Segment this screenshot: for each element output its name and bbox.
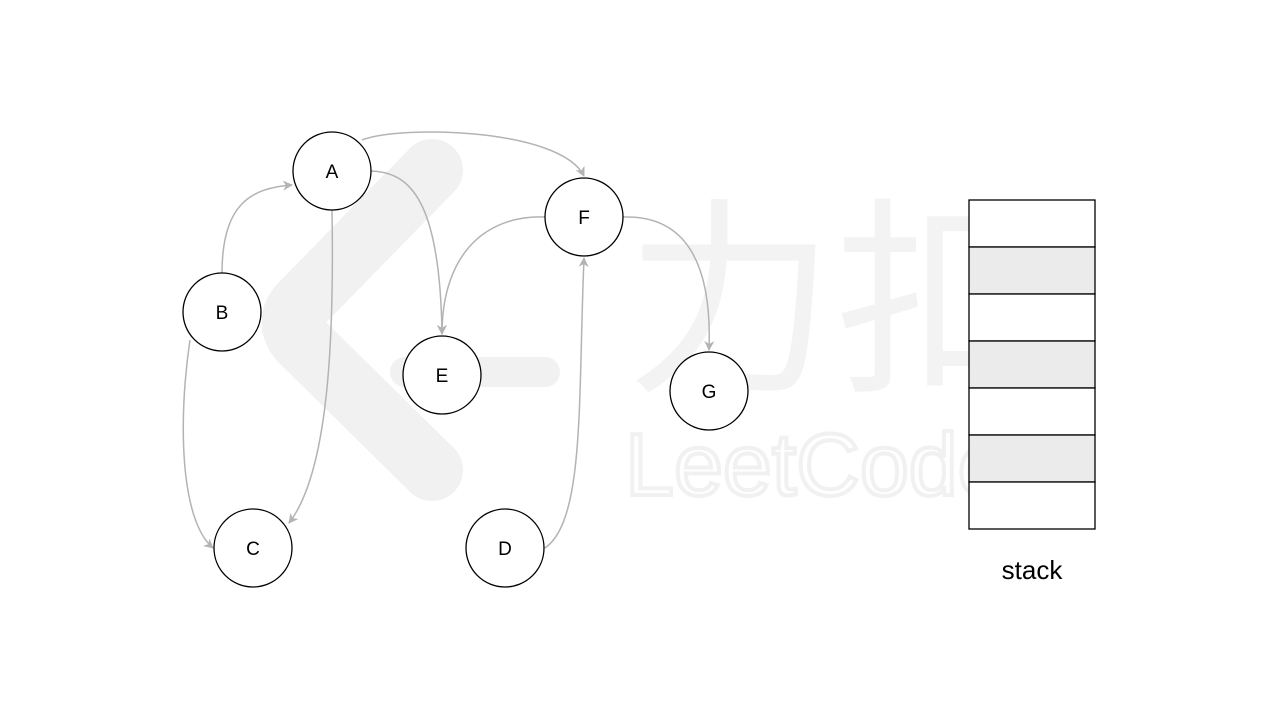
node-circle-b bbox=[182, 272, 262, 352]
edge-d-to-f-arrow bbox=[544, 257, 589, 549]
node-label-g: G bbox=[702, 382, 717, 403]
stack-cell bbox=[968, 340, 1096, 389]
node-circle-g bbox=[669, 351, 749, 431]
stack-cell bbox=[968, 246, 1096, 295]
leetcode-watermark: 力扣 LeetCode bbox=[261, 139, 1045, 516]
graph-nodes: A B C D E F G bbox=[182, 131, 749, 588]
edge-b-to-a-arrow bbox=[221, 180, 293, 274]
stack-cell bbox=[968, 387, 1096, 436]
edge-a-to-c-arrow bbox=[288, 209, 334, 524]
node-label-f: F bbox=[578, 208, 590, 229]
node-circle-f bbox=[544, 177, 624, 257]
node-label-e: E bbox=[436, 366, 449, 387]
graph-node-g: G bbox=[669, 351, 749, 431]
graph-edges bbox=[182, 131, 715, 549]
edge-a-to-e-arrow bbox=[370, 170, 447, 335]
node-circle-e bbox=[402, 335, 482, 415]
edge-f-to-e-arrow bbox=[437, 216, 546, 335]
edge-f-to-g-arrow bbox=[622, 216, 715, 351]
graph-node-d: D bbox=[465, 508, 545, 588]
node-circle-d bbox=[465, 508, 545, 588]
leetcode-logo-icon bbox=[261, 139, 463, 501]
stack-cell bbox=[968, 434, 1096, 483]
node-circle-c bbox=[213, 508, 293, 588]
edge-b-to-c-arrow bbox=[182, 339, 214, 549]
watermark-latin-text: LeetCode bbox=[625, 415, 1007, 514]
node-circle-a bbox=[292, 131, 372, 211]
stack-structure bbox=[968, 199, 1096, 530]
graph-node-c: C bbox=[213, 508, 293, 588]
graph-node-e: E bbox=[402, 335, 482, 415]
stack-label: stack bbox=[1002, 555, 1064, 585]
graph-node-f: F bbox=[544, 177, 624, 257]
stack-cell bbox=[968, 481, 1096, 530]
node-label-d: D bbox=[498, 539, 512, 560]
node-label-a: A bbox=[326, 162, 339, 183]
graph-node-a: A bbox=[292, 131, 372, 211]
node-label-b: B bbox=[216, 303, 229, 324]
node-label-c: C bbox=[246, 539, 260, 560]
stack-cell bbox=[968, 199, 1096, 248]
edge-a-to-f-arrow bbox=[361, 131, 585, 177]
stack-cell bbox=[968, 293, 1096, 342]
graph-node-b: B bbox=[182, 272, 262, 352]
